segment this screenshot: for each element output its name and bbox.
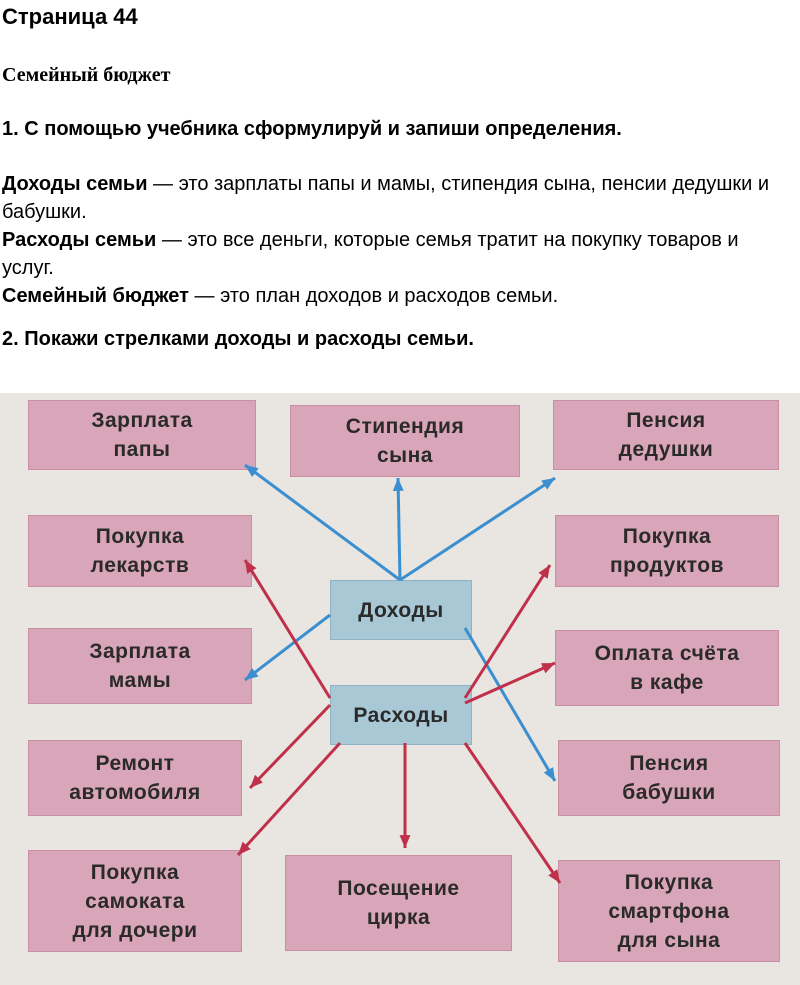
box-expenses: Расходы [330,685,472,745]
definition-text: — это все деньги, которые семья тратит н… [2,229,739,279]
box-son-stipend: Стипендия сына [290,405,520,477]
definition-income: Доходы семьи — это зарплаты папы и мамы,… [2,170,792,226]
page-title: Страница 44 [2,4,138,29]
arrow-to-circus [399,743,411,848]
box-medicine: Покупка лекарств [28,515,252,587]
box-grandma-pension: Пенсия бабушки [558,740,780,816]
box-grandpa-pension: Пенсия дедушки [553,400,779,470]
arrow-to-grandpa-pension [399,476,556,582]
arrow-to-dad-salary [244,463,401,582]
arrows-layer [236,463,562,884]
arrow-to-groceries [463,564,552,699]
task-1: 1. С помощью учебника сформулируй и запи… [2,118,622,140]
box-circus: Посещение цирка [285,855,512,951]
box-smartphone: Покупка смартфона для сына [558,860,780,962]
term: Доходы семьи [2,173,148,195]
budget-diagram: Зарплата папы Стипендия сына Пенсия деду… [0,393,800,985]
term: Расходы семьи [2,229,157,251]
box-dad-salary: Зарплата папы [28,400,256,470]
arrow-to-son-stipend [392,477,404,581]
arrow-to-cafe [464,661,556,705]
box-car-repair: Ремонт автомобиля [28,740,242,816]
arrow-to-mom-salary [244,613,331,682]
arrow-to-smartphone [463,742,562,884]
arrow-to-car-repair [248,703,332,790]
definition-budget: Семейный бюджет — это план доходов и рас… [2,282,558,310]
term: Семейный бюджет [2,285,189,307]
definition-text: — это зарплаты папы и мамы, стипендия сы… [2,173,770,223]
box-scooter: Покупка самоката для дочери [28,850,242,952]
task-2: 2. Покажи стрелками доходы и расходы сем… [2,328,474,350]
box-groceries: Покупка продуктов [555,515,779,587]
box-mom-salary: Зарплата мамы [28,628,252,704]
arrow-to-grandma-pension [463,627,557,782]
arrow-to-scooter [236,741,342,857]
section-title: Семейный бюджет [2,64,171,86]
definition-text: — это план доходов и расходов семьи. [188,285,559,307]
definition-expenses: Расходы семьи — это все деньги, которые … [2,226,762,282]
box-cafe: Оплата счёта в кафе [555,630,779,706]
arrow-to-medicine [243,559,332,699]
